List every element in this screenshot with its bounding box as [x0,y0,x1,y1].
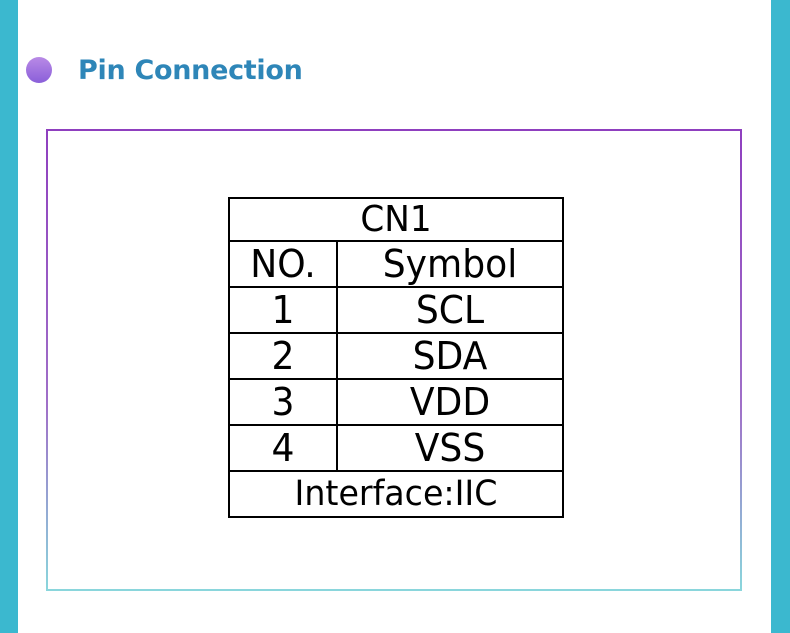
section-heading: Pin Connection [26,52,303,88]
left-accent-bar [0,0,18,633]
pin-number: 4 [230,424,336,472]
table-row: 2 SDA [229,332,563,380]
pin-number: 1 [230,286,336,334]
pin-symbol: SCL [341,286,559,334]
pin-symbol: VDD [341,378,559,426]
diagram-frame: CN1 NO. Symbol 1 SCL 2 SDA 3 VDD 4 VSS I… [46,129,742,591]
section-title: Pin Connection [78,54,303,86]
pin-number: 2 [230,332,336,380]
pin-symbol: SDA [341,332,559,380]
table-row: 1 SCL [229,286,563,334]
connector-title: CN1 [236,197,556,242]
pin-symbol: VSS [341,424,559,472]
interface-label: Interface:IIC [236,470,556,518]
pin-table: CN1 NO. Symbol 1 SCL 2 SDA 3 VDD 4 VSS I… [228,197,564,518]
table-title-row: CN1 [229,197,563,242]
table-row: 4 VSS [229,424,563,472]
table-row: 3 VDD [229,378,563,426]
right-accent-bar [771,0,790,633]
pin-number: 3 [230,378,336,426]
table-footer-row: Interface:IIC [229,470,563,518]
table-header-row: NO. Symbol [229,240,563,288]
header-symbol: Symbol [341,240,559,288]
header-no: NO. [230,240,336,288]
bullet-dot-icon [26,57,52,83]
